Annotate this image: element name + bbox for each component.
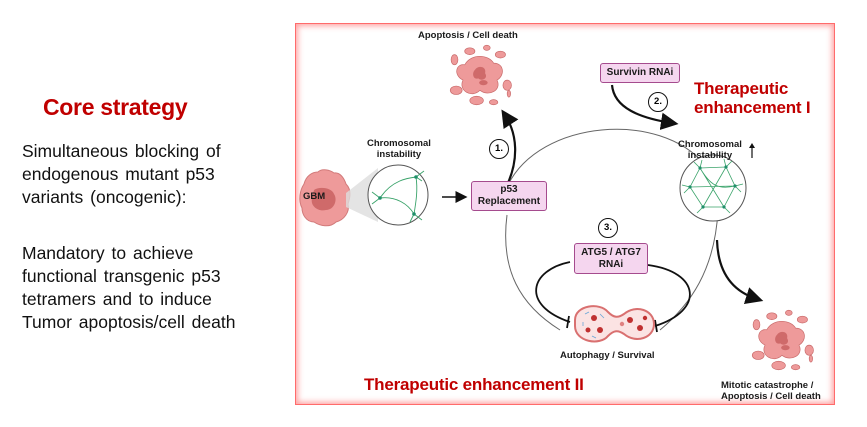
chromosomal-instability-left: Chromosomal instability [367,138,431,160]
autophagy-survival-label: Autophagy / Survival [560,350,655,361]
step-1-badge: 1. [489,139,509,159]
title-line: Therapeutic [694,79,789,98]
arrow-to-mitotic [715,239,764,305]
spindle-circle-right [679,154,747,222]
label-line: Mitotic catastrophe / [721,380,814,391]
text-line: variants (oncogenic): [22,187,187,207]
text-line: tetramers and to induce [22,289,212,309]
cycle-arc-left [505,214,561,331]
spindle-circle-left [367,164,429,226]
strategy-rationale: Mandatory to achieve functional transgen… [22,242,235,334]
text-line: Mandatory to achieve [22,243,194,263]
zoom-cone [346,168,378,222]
strategy-description: Simultaneous blocking of endogenous muta… [22,140,221,209]
text-line: Tumor apoptosis/cell death [22,312,236,332]
text-line: endogenous mutant p53 [22,164,215,184]
p53-replacement-box: p53 Replacement [471,181,547,211]
apoptotic-cell-bottom [751,309,814,371]
gbm-label: GBM [303,191,326,202]
label-line: Chromosomal [367,138,431,149]
box-line: Replacement [477,196,541,207]
arrow-step1 [501,109,519,184]
label-line: instability [376,149,422,160]
arrow-up-icon [749,143,755,158]
core-strategy-title: Core strategy [43,94,188,120]
box-line: RNAi [598,258,624,270]
title-line: enhancement I [694,98,811,117]
therapeutic-enhancement-2: Therapeutic enhancement II [364,375,584,394]
step-3-badge: 3. [598,218,618,238]
cycle-arc-right [659,209,719,331]
label-line: instability [687,150,733,161]
therapeutic-enhancement-1: Therapeutic enhancement I [694,79,811,117]
cycle-arc-top [507,128,706,186]
apoptosis-label-top: Apoptosis / Cell death [418,30,518,41]
text-line: Simultaneous blocking of [22,141,221,161]
survivin-rnai-box: Survivin RNAi [600,63,680,83]
text-line: functional transgenic p53 [22,266,221,286]
arrow-step2 [610,84,679,130]
chromosomal-instability-right: Chromosomal instability [678,139,742,161]
atg-rnai-box: ATG5 / ATG7 RNAi [574,243,648,274]
box-line: p53 [500,184,518,195]
step-2-badge: 2. [648,92,668,112]
inhibition-right [647,264,691,327]
mitotic-catastrophe-label: Mitotic catastrophe / Apoptosis / Cell d… [721,380,821,402]
label-line: Chromosomal [678,139,742,150]
box-line: ATG5 / ATG7 [581,246,641,258]
inhibition-left [535,261,571,323]
autophagy-cell-icon [574,305,656,343]
gbm-cell-icon [299,169,351,227]
apoptotic-cell-top [449,44,512,106]
label-line: Apoptosis / Cell death [721,391,821,402]
